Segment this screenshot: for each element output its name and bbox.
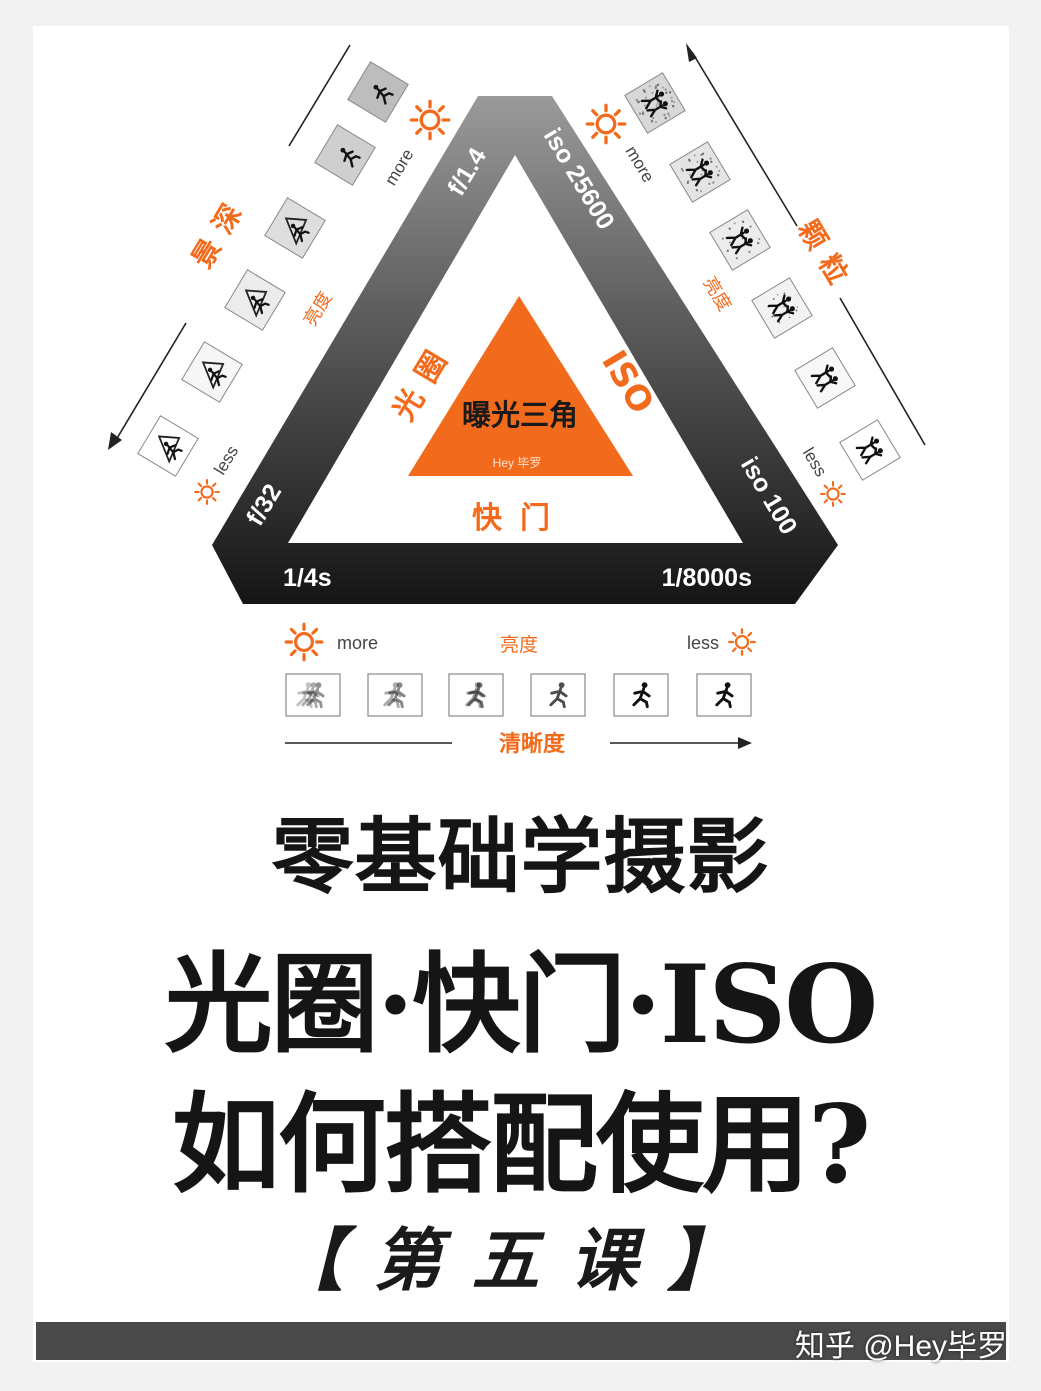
bottom-scale-title: 清晰度 [499, 731, 566, 757]
left-scale-line-bottom [115, 322, 187, 441]
shutter-slow-value: 1/4s [283, 564, 332, 592]
bottom-more-label: more [337, 633, 378, 653]
right-more-label: more [622, 143, 658, 186]
bottom-brightness-label: 亮度 [500, 634, 538, 656]
poster-card [33, 26, 1009, 1362]
bottom-sun-less-icon [728, 628, 756, 656]
right-less-label: less [799, 444, 831, 480]
watermark: 知乎 @Hey毕罗 [794, 1330, 1007, 1363]
exposure-triangle-diagram: 曝光三角 Hey 毕罗 光圈 ISO 快门 f/1.4 f/32 iso 256… [108, 43, 926, 757]
right-thumbnails [624, 72, 901, 481]
left-more-label: more [381, 146, 417, 189]
shutter-label: 快门 [472, 501, 568, 536]
left-sun-more-icon [409, 99, 451, 141]
title-line-1: 光圈·快门·ISO [164, 942, 879, 1068]
left-thumbnails [137, 61, 409, 477]
shutter-fast-value: 1/8000s [662, 564, 752, 592]
left-scale-line-top [288, 44, 351, 147]
right-arrow-icon [686, 43, 697, 62]
footer-bar [36, 1322, 1006, 1360]
subtitle: 零基础学摄影 [271, 809, 770, 905]
bottom-arrow-icon [738, 737, 752, 749]
left-less-label: less [210, 442, 242, 478]
bottom-sun-more-icon [284, 622, 324, 662]
left-brightness-label: 亮度 [300, 288, 337, 330]
right-sun-more-icon [585, 103, 627, 145]
center-title: 曝光三角 [462, 398, 578, 432]
right-sun-less-icon [820, 481, 846, 507]
left-scale-title: 景深 [185, 188, 254, 274]
title-line-2: 如何搭配使用? [171, 1082, 871, 1208]
bottom-thumbnails [285, 673, 752, 717]
left-sun-less-icon [194, 479, 220, 505]
bottom-less-label: less [687, 633, 719, 653]
right-scale-line-bottom [839, 297, 926, 446]
right-brightness-label: 亮度 [698, 273, 735, 315]
center-credit: Hey 毕罗 [493, 456, 542, 470]
lesson-label: 【第五课】 [275, 1221, 766, 1301]
center-orange-triangle [408, 296, 633, 476]
right-scale-line-top [691, 51, 798, 227]
triangle-band [212, 96, 838, 604]
right-scale-title: 颗粒 [791, 214, 860, 300]
left-arrow-icon [108, 432, 122, 450]
